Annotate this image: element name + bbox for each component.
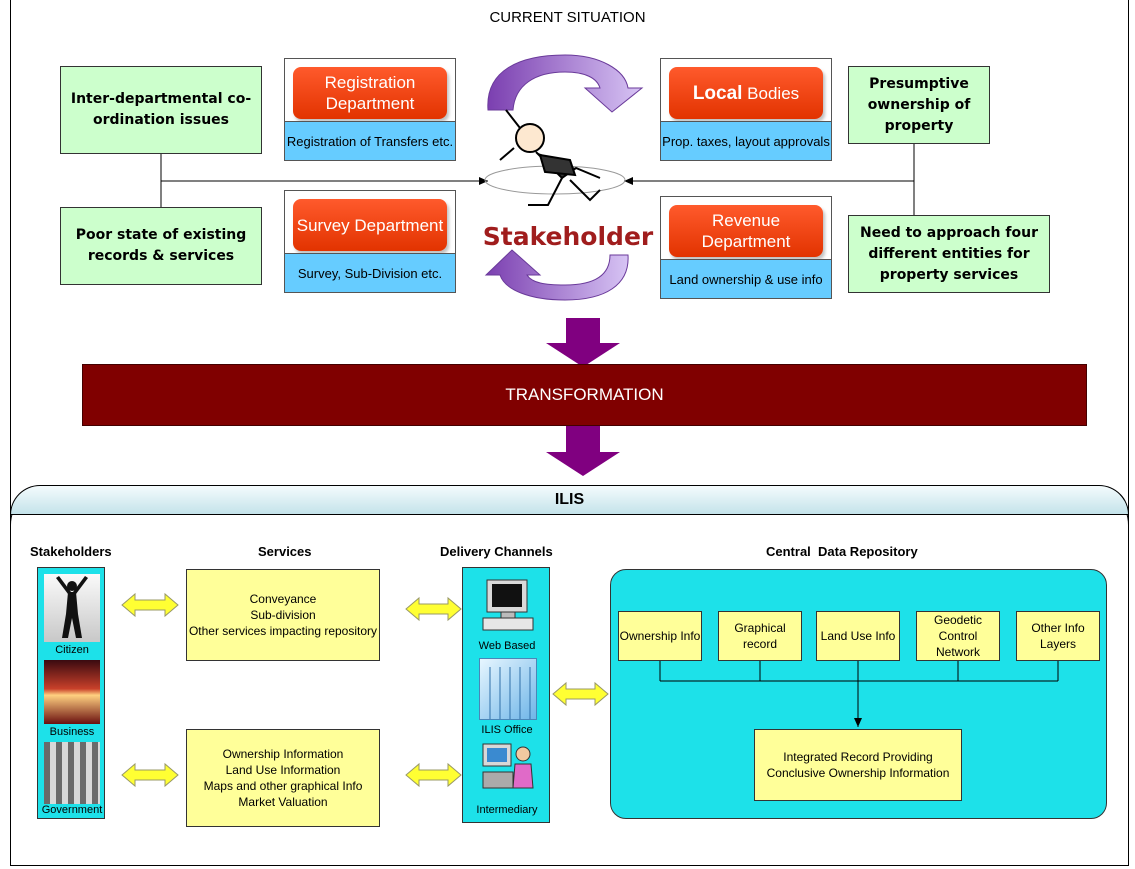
intermediary-icon — [479, 738, 537, 798]
issue-poor-records: Poor state of existing records & service… — [60, 207, 262, 285]
local-bodies-label: Local Bodies — [669, 67, 823, 119]
repo-land-use-info: Land Use Info — [816, 611, 900, 661]
service-other: Other services impacting repository — [188, 624, 378, 638]
integrated-record-box: Integrated Record Providing Conclusive O… — [754, 729, 962, 801]
stakeholders-column: Citizen Business Government — [37, 567, 105, 819]
cycle-arrow-bottom — [484, 249, 629, 301]
government-icon — [44, 742, 100, 804]
service-subdivision: Sub-division — [250, 608, 316, 622]
service-land-use-info: Land Use Information — [225, 763, 341, 777]
cycle-arrow-top — [487, 54, 644, 113]
business-label: Business — [49, 726, 95, 738]
delivery-channels-heading: Delivery Channels — [440, 544, 553, 559]
local-bodies-rest: Bodies — [742, 83, 800, 103]
service-maps: Maps and other graphical Info — [203, 779, 363, 793]
current-situation-title: CURRENT SITUATION — [489, 9, 646, 26]
ilis-office-label: ILIS Office — [481, 724, 533, 736]
repository-heading: Central Data Repository — [766, 544, 918, 559]
arrow-down-1 — [546, 318, 620, 367]
repo-graphical-record: Graphical record — [718, 611, 802, 661]
citizen-label: Citizen — [55, 644, 89, 656]
registration-department-box: Registration Department Registration of … — [284, 58, 456, 161]
registration-department-desc: Registration of Transfers etc. — [285, 121, 455, 160]
revenue-department-label: Revenue Department — [669, 205, 823, 257]
ilis-header: ILIS — [10, 485, 1129, 515]
repo-ownership-info: Ownership Info — [618, 611, 702, 661]
services-heading: Services — [258, 544, 312, 559]
issue-presumptive-ownership: Presumptive ownership of property — [848, 66, 990, 144]
survey-department-label: Survey Department — [293, 199, 447, 251]
local-bodies-bold: Local — [692, 82, 743, 104]
stakeholder-label: Stakeholder — [482, 222, 654, 251]
transformation-bar: TRANSFORMATION — [82, 364, 1087, 426]
office-building-icon — [479, 658, 537, 720]
business-icon — [44, 660, 100, 724]
arrow-down-2 — [546, 425, 620, 476]
local-bodies-box: Local Bodies Prop. taxes, layout approva… — [660, 58, 832, 161]
stakeholders-heading: Stakeholders — [30, 544, 112, 559]
survey-department-desc: Survey, Sub-Division etc. — [285, 253, 455, 292]
repo-geodetic-control-network: Geodetic Control Network — [916, 611, 1000, 661]
government-label: Government — [41, 804, 103, 816]
services-top-box: Conveyance Sub-division Other services i… — [186, 569, 380, 661]
service-conveyance: Conveyance — [249, 592, 317, 606]
services-bottom-box: Ownership Information Land Use Informati… — [186, 729, 380, 827]
service-ownership-info: Ownership Information — [222, 747, 344, 761]
issue-coordination: Inter-departmental co-ordination issues — [60, 66, 262, 154]
local-bodies-desc: Prop. taxes, layout approvals — [661, 121, 831, 160]
revenue-department-desc: Land ownership & use info — [661, 259, 831, 298]
service-market-valuation: Market Valuation — [238, 795, 328, 809]
repo-other-info-layers: Other Info Layers — [1016, 611, 1100, 661]
intermediary-label: Intermediary — [476, 804, 538, 816]
web-based-label: Web Based — [478, 640, 536, 652]
computer-icon — [481, 578, 537, 636]
delivery-channels-column: Web Based ILIS Office Intermediary — [462, 567, 550, 823]
revenue-department-box: Revenue Department Land ownership & use … — [660, 196, 832, 299]
issue-four-entities: Need to approach four different entities… — [848, 215, 1050, 293]
survey-department-box: Survey Department Survey, Sub-Division e… — [284, 190, 456, 293]
registration-department-label: Registration Department — [293, 67, 447, 119]
citizen-icon — [44, 574, 100, 642]
